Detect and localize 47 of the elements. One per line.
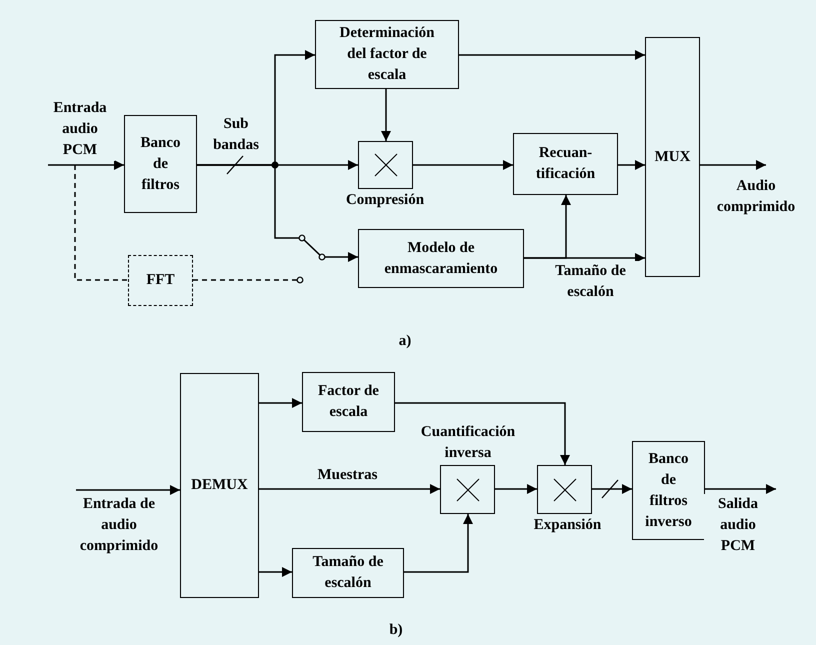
arrow: [413, 160, 513, 170]
node-label: Banco de filtros inverso: [644, 450, 693, 532]
node-caption: Cuantificación inversa: [420, 423, 516, 463]
arrow: [381, 89, 391, 141]
arrow: [259, 398, 302, 408]
process-box: [128, 255, 193, 306]
node-label: Recuan-tificación: [534, 144, 596, 184]
node-label: Factor de escala: [317, 382, 380, 422]
node-caption: Compresión: [344, 191, 426, 210]
node-label: DEMUX: [191, 476, 248, 495]
arrow: [259, 567, 292, 577]
process-box: [513, 133, 618, 195]
node-label: MUX: [654, 148, 690, 166]
arrow: [524, 195, 571, 259]
multiplier-box: [358, 141, 413, 189]
process-box: [315, 20, 459, 89]
arrow: [259, 484, 440, 494]
arrow: [459, 50, 645, 60]
multiplier-box: [440, 465, 495, 514]
arrow: [395, 402, 570, 465]
arrow: [76, 485, 180, 495]
arrow: [404, 514, 473, 573]
node-caption: Expansión: [532, 516, 602, 535]
panel-label: a): [398, 332, 412, 351]
arrow: [592, 484, 632, 494]
node-label: Tamaño de escalón: [312, 553, 384, 593]
node-label: Determinación del factor de escala: [338, 24, 436, 85]
process-box: [292, 548, 404, 598]
node-label: Banco de filtros: [139, 134, 182, 194]
process-box: [302, 372, 395, 432]
multiplier-box: [537, 465, 592, 514]
arrow: [705, 484, 776, 494]
node-label: FFT: [146, 271, 175, 290]
arrow: [618, 160, 645, 170]
panel-label: b): [388, 621, 404, 640]
process-box: [358, 229, 524, 288]
arrow: [495, 484, 537, 494]
dashed-connector: [193, 276, 304, 284]
demultiplexer-box: [180, 373, 259, 598]
multiplexer-box: [645, 37, 700, 277]
filter-bank-box: [124, 115, 197, 213]
arrow: [197, 164, 358, 262]
signal-label: Sub bandas: [212, 115, 260, 155]
arrow: [48, 160, 124, 170]
node-label: Modelo de enmascaramiento: [383, 238, 499, 278]
dashed-connector: [74, 165, 128, 281]
arrow: [700, 160, 766, 170]
